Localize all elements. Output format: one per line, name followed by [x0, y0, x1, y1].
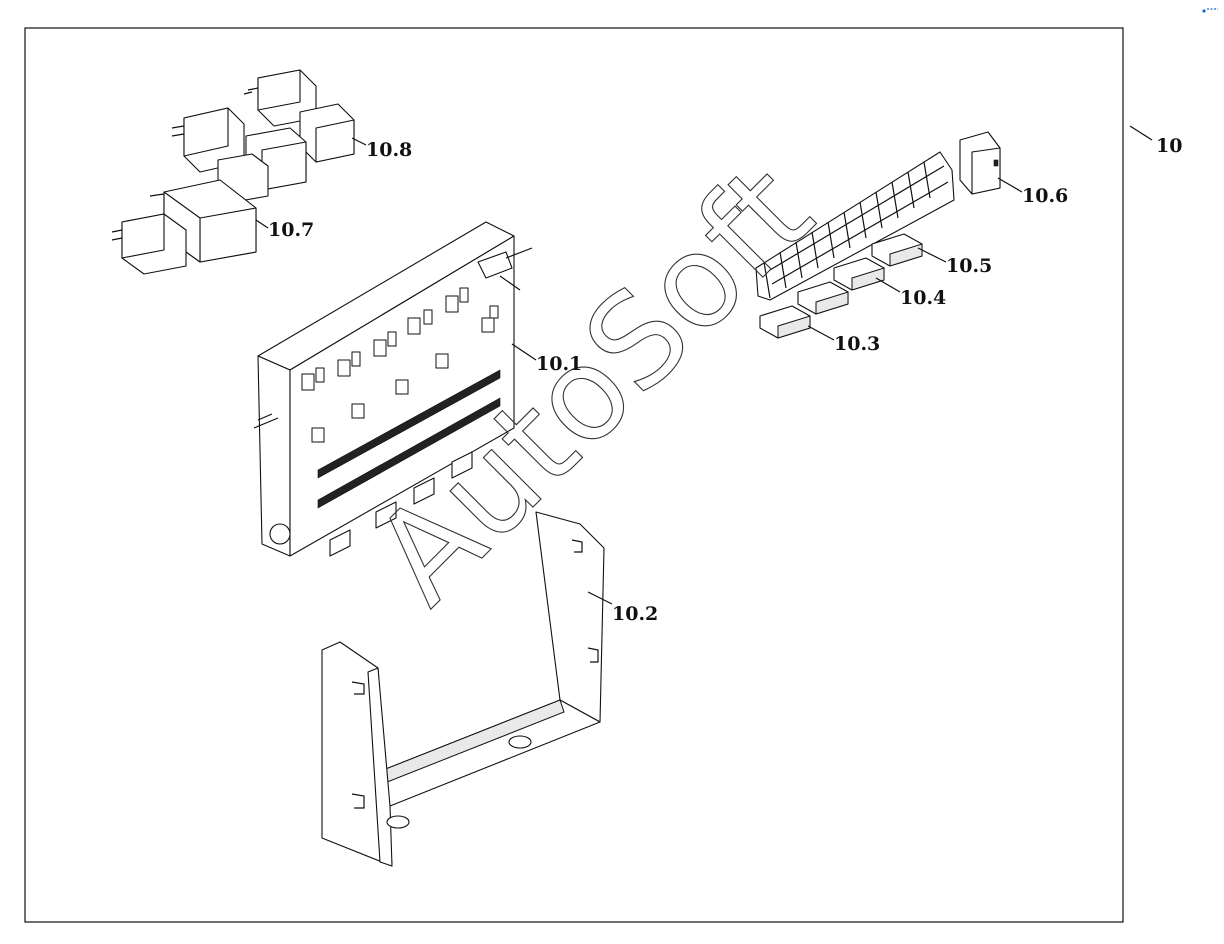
- fuse-box-10-1: [253, 221, 533, 557]
- fuse-10-5: [871, 233, 923, 267]
- leader-10-2: [587, 591, 613, 605]
- callout-10-1: 10.1: [536, 353, 582, 375]
- fuse-10-4a: [833, 257, 885, 291]
- callout-10-5: 10.5: [946, 255, 992, 277]
- leader-10-5: [917, 247, 947, 263]
- callout-10: 10: [1156, 135, 1182, 157]
- callout-10-6: 10.6: [1022, 185, 1068, 207]
- leader-10-1: [511, 343, 537, 361]
- fuse-slot-rows: [317, 369, 501, 509]
- leader-10-4: [875, 277, 901, 293]
- relay-group-10-8: [171, 69, 355, 203]
- callout-10-3: 10.3: [834, 333, 880, 355]
- leader-10-7: [255, 219, 269, 229]
- relay-sockets: [301, 287, 499, 443]
- relay-group-10-7: [111, 179, 257, 275]
- callout-10-8: 10.8: [366, 139, 412, 161]
- leader-10-3: [807, 325, 835, 341]
- bracket-10-2: [321, 511, 605, 867]
- fuse-10-4b: [797, 281, 849, 315]
- fuse-10-3: [759, 305, 811, 339]
- leader-10-6: [997, 177, 1023, 193]
- diagram-frame: [24, 27, 1124, 923]
- leader-10: [1129, 125, 1153, 141]
- callout-10-7: 10.7: [268, 219, 314, 241]
- callout-10-2: 10.2: [612, 603, 658, 625]
- fuse-strip-end-10-6: [959, 131, 1001, 195]
- callout-10-4: 10.4: [900, 287, 946, 309]
- corner-mark-icon: [1202, 8, 1218, 13]
- leader-10-8: [351, 137, 367, 146]
- fuse-strip: [755, 151, 955, 301]
